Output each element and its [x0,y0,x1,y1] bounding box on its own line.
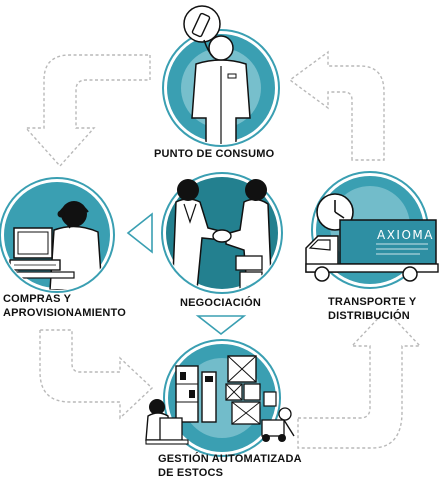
label-punto-de-consumo: PUNTO DE CONSUMO [154,148,275,160]
node-punto-de-consumo [162,5,280,147]
cycle-arrow-right-to-bottom [297,308,422,449]
label-gestion-line2: DE ESTOCS [158,467,224,479]
label-compras-line1: COMPRAS Y [3,293,72,305]
node-gestion-estocs [145,339,295,457]
consumer-with-phone-icon [208,35,234,61]
warehouse-icon [145,355,295,445]
node-negociacion [161,172,283,294]
label-transporte-line2: DISTRIBUCIÓN [328,310,410,322]
label-negociacion: NEGOCIACIÓN [180,297,262,309]
label-compras-line2: APROVISIONAMIENTO [3,307,126,319]
cycle-arrow-bottom-to-left [39,329,154,420]
label-gestion-line1: GESTIÓN AUTOMATIZADA [158,453,302,465]
node-transporte: AXIOMA [305,171,439,289]
cycle-arrow-left-to-top [24,54,151,168]
flow-triangle-left [126,212,153,254]
flow-triangle-down [195,315,247,336]
handshake-icon [212,229,232,243]
truck-brand-logo: AXIOMA [377,228,434,242]
delivery-truck-icon [305,219,439,282]
label-transporte-line1: TRANSPORTE Y [328,296,417,308]
node-compras [0,177,115,293]
cycle-arrow-top-to-right [288,50,385,161]
